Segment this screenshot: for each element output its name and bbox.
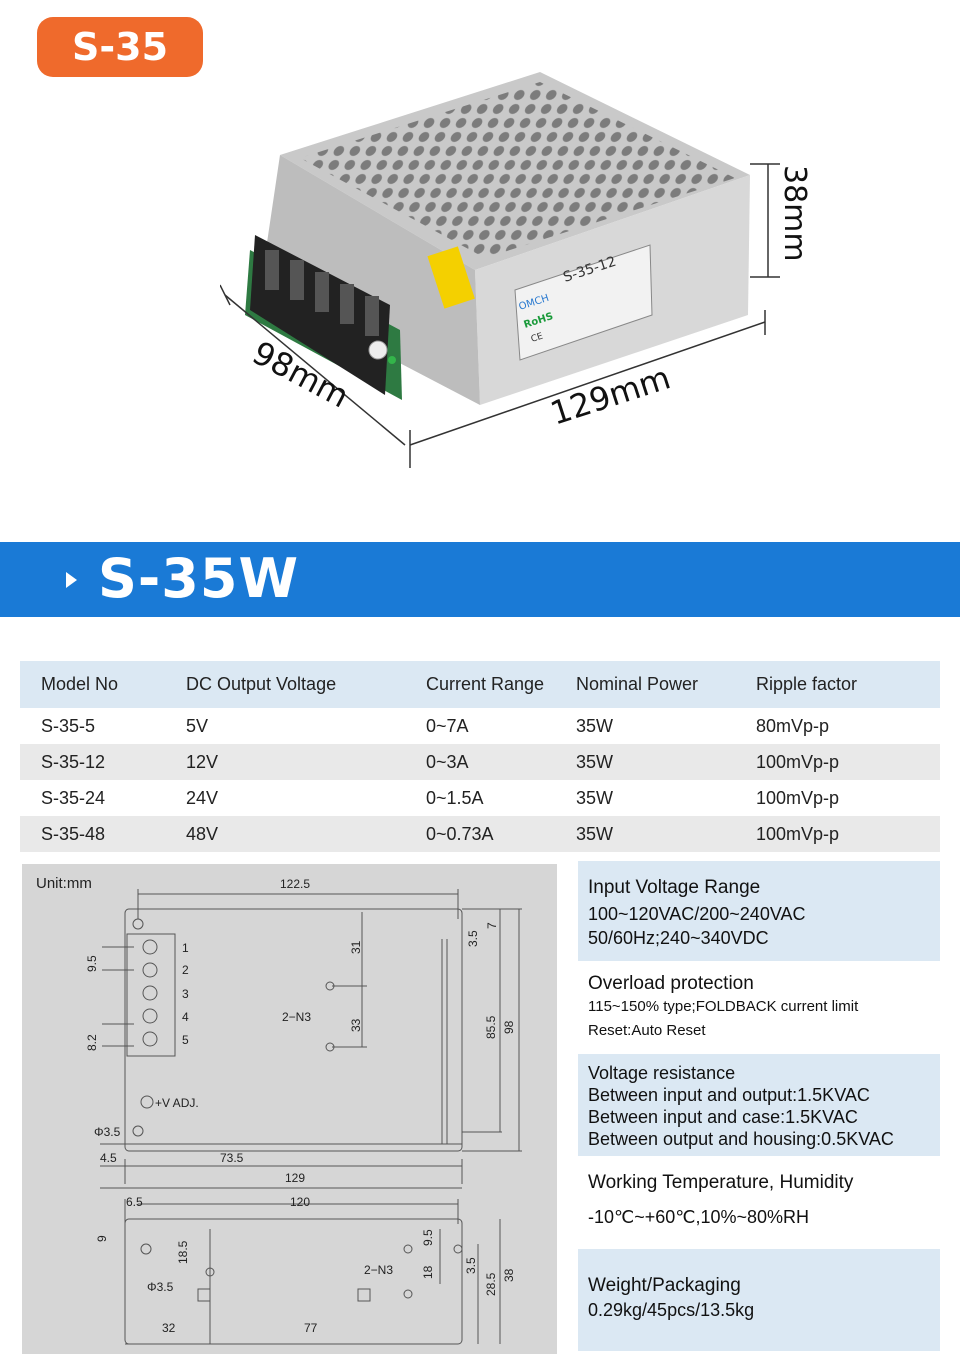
cell-model: S-35-24 bbox=[41, 787, 106, 808]
spec-input-line2: 50/60Hz;240~340VDC bbox=[588, 928, 769, 948]
model-badge: S-35 bbox=[37, 17, 203, 77]
dim-4-5: 4.5 bbox=[100, 1151, 117, 1165]
spec-weight-line1: 0.29kg/45pcs/13.5kg bbox=[588, 1300, 755, 1320]
cell-voltage: 12V bbox=[186, 744, 426, 780]
spec-voltage-line3: Between output and housing:0.5KVAC bbox=[588, 1129, 894, 1149]
terminal-5: 5 bbox=[182, 1033, 189, 1047]
terminal-3: 3 bbox=[182, 987, 189, 1001]
header-power: Nominal Power bbox=[576, 661, 756, 708]
cell-ripple: 80mVp-p bbox=[756, 715, 830, 736]
cell-voltage: 48V bbox=[186, 816, 426, 852]
dim-31: 31 bbox=[349, 940, 363, 954]
spec-weight-title: Weight/Packaging bbox=[588, 1275, 741, 1296]
cell-voltage: 24V bbox=[186, 787, 219, 808]
cell-power: 35W bbox=[576, 715, 614, 736]
dim-7: 7 bbox=[485, 922, 499, 929]
dim-3-5-top: 3.5 bbox=[466, 930, 480, 947]
label-ce: CE bbox=[530, 332, 545, 345]
spec-overload-line2: Reset:Auto Reset bbox=[588, 1022, 706, 1039]
spec-temperature-title: Working Temperature, Humidity bbox=[588, 1172, 854, 1193]
dim-73-5: 73.5 bbox=[220, 1151, 244, 1165]
cell-current: 0~7A bbox=[426, 715, 469, 736]
dim-phi-top: Φ3.5 bbox=[94, 1125, 121, 1139]
cell-model: S-35-48 bbox=[20, 816, 186, 852]
spec-weight: Weight/Packaging 0.29kg/45pcs/13.5kg bbox=[578, 1249, 940, 1351]
spec-temperature: Working Temperature, Humidity -10℃~+60℃,… bbox=[578, 1158, 940, 1248]
model-table: Model No DC Output Voltage Current Range… bbox=[20, 661, 940, 852]
cell-power: 35W bbox=[576, 744, 756, 780]
spec-overload: Overload protection 115~150% type;FOLDBA… bbox=[578, 962, 940, 1052]
dim-8-2: 8.2 bbox=[85, 1034, 99, 1051]
dim-2n3-side: 2−N3 bbox=[364, 1263, 393, 1277]
table-row: S-35-24 24V 0~1.5A 35W 100mVp-p bbox=[20, 780, 940, 816]
spec-voltage-title: Voltage resistance bbox=[588, 1063, 736, 1083]
table-header-row: Model No DC Output Voltage Current Range… bbox=[20, 661, 940, 708]
drawing-unit: Unit:mm bbox=[36, 875, 92, 892]
dim-6-5: 6.5 bbox=[126, 1195, 143, 1209]
terminal-4: 4 bbox=[182, 1010, 189, 1024]
cell-current: 0~0.73A bbox=[426, 816, 576, 852]
dim-18-5: 18.5 bbox=[176, 1240, 190, 1264]
spec-overload-line1: 115~150% type;FOLDBACK current limit bbox=[588, 998, 859, 1015]
spec-temperature-line1: -10℃~+60℃,10%~80%RH bbox=[588, 1207, 810, 1227]
dimension-drawing: Unit:mm 122.5 31 33 3.5 7 85.5 98 9.5 8.… bbox=[22, 864, 557, 1354]
dim-98: 98 bbox=[502, 1020, 516, 1034]
header-voltage: DC Output Voltage bbox=[186, 661, 426, 708]
dim-85-5: 85.5 bbox=[484, 1015, 498, 1039]
dim-33: 33 bbox=[349, 1018, 363, 1032]
dim-120: 120 bbox=[290, 1195, 310, 1209]
dim-38: 38 bbox=[502, 1268, 516, 1282]
power-supply-illustration: OMCH S-35-12 RoHS CE 38mm 98mm 129mm bbox=[219, 72, 812, 468]
cell-power: 35W bbox=[576, 816, 756, 852]
cell-model: S-35-5 bbox=[41, 715, 96, 736]
spec-input-voltage: Input Voltage Range 100~120VAC/200~240VA… bbox=[578, 861, 940, 961]
spec-input-line1: 100~120VAC/200~240VAC bbox=[588, 904, 806, 924]
vadj-label: +V ADJ. bbox=[155, 1096, 199, 1110]
spec-overload-title: Overload protection bbox=[588, 973, 754, 994]
header-current: Current Range bbox=[426, 661, 576, 708]
cell-power: 35W bbox=[576, 787, 614, 808]
spec-voltage-line1: Between input and output:1.5KVAC bbox=[588, 1085, 870, 1105]
header-model: Model No bbox=[20, 661, 186, 708]
table-row: S-35-48 48V 0~0.73A 35W 100mVp-p bbox=[20, 816, 940, 852]
table-row: S-35-12 12V 0~3A 35W 100mVp-p bbox=[20, 744, 940, 780]
spec-input-title: Input Voltage Range bbox=[588, 877, 761, 898]
dim-9: 9 bbox=[95, 1235, 109, 1242]
section-banner: S-35W bbox=[0, 542, 960, 617]
dim-2n3-top: 2−N3 bbox=[282, 1010, 311, 1024]
cell-current: 0~3A bbox=[426, 744, 576, 780]
dim-phi-side: Φ3.5 bbox=[147, 1280, 174, 1294]
spec-voltage-resistance: Voltage resistance Between input and out… bbox=[578, 1054, 940, 1156]
dim-77: 77 bbox=[304, 1321, 318, 1335]
dim-32: 32 bbox=[162, 1321, 176, 1335]
dim-28-5: 28.5 bbox=[484, 1272, 498, 1296]
dim-9-5-side: 9.5 bbox=[421, 1229, 435, 1246]
dim-height: 38mm bbox=[777, 165, 812, 262]
header-ripple: Ripple factor bbox=[756, 661, 940, 708]
table-row: S-35-5 5V 0~7A 35W 80mVp-p bbox=[20, 708, 940, 744]
dim-122-5: 122.5 bbox=[280, 877, 310, 891]
cell-model: S-35-12 bbox=[20, 744, 186, 780]
case-left bbox=[260, 155, 480, 405]
cell-ripple: 100mVp-p bbox=[756, 816, 940, 852]
dim-9-5: 9.5 bbox=[85, 955, 99, 972]
cell-ripple: 100mVp-p bbox=[756, 787, 840, 808]
dim-3-5-side: 3.5 bbox=[464, 1257, 478, 1274]
cell-ripple: 100mVp-p bbox=[756, 744, 940, 780]
product-label bbox=[514, 244, 653, 361]
triangle-icon bbox=[66, 572, 77, 588]
terminal-1: 1 bbox=[182, 941, 189, 955]
spec-voltage-line2: Between input and case:1.5KVAC bbox=[588, 1107, 858, 1127]
section-title: S-35W bbox=[98, 547, 300, 610]
cell-voltage: 5V bbox=[186, 715, 209, 736]
drawing-svg: Unit:mm 122.5 31 33 3.5 7 85.5 98 9.5 8.… bbox=[36, 875, 522, 1345]
dim-129: 129 bbox=[285, 1171, 305, 1185]
dim-18: 18 bbox=[421, 1265, 435, 1279]
product-image: OMCH S-35-12 RoHS CE 38mm 98mm 129mm bbox=[219, 60, 820, 480]
cell-current: 0~1.5A bbox=[426, 787, 484, 808]
terminal-2: 2 bbox=[182, 963, 189, 977]
